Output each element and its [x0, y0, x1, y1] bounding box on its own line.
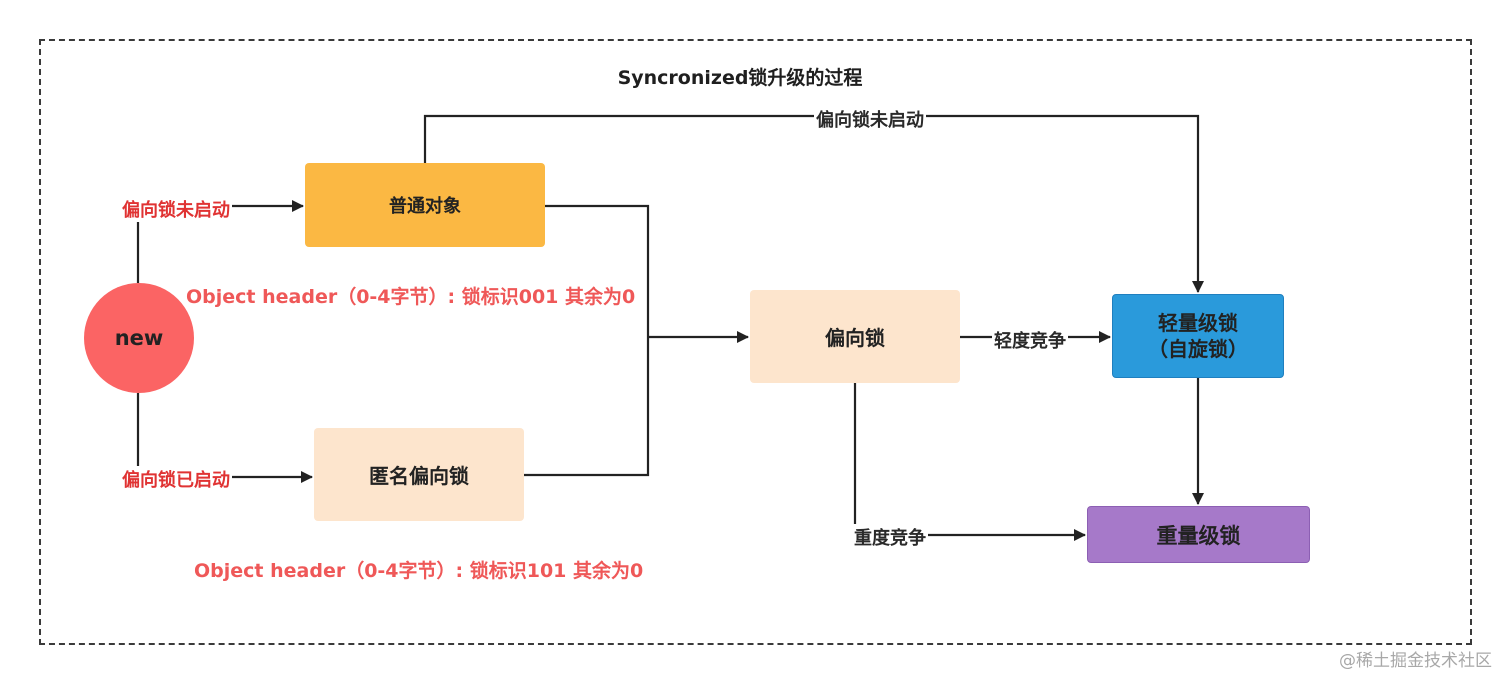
- note-anonymous-header: Object header（0-4字节）: 锁标识101 其余为0: [194, 560, 644, 582]
- node-lightweight-lock: 轻量级锁 （自旋锁）: [1112, 294, 1284, 378]
- node-biased-lock-label: 偏向锁: [825, 326, 885, 350]
- node-anonymous-biased: 匿名偏向锁: [314, 428, 524, 521]
- edge-label-new-to-anonymous: 偏向锁已启动: [120, 466, 232, 492]
- note-normal-object-header: Object header（0-4字节）: 锁标识001 其余为0: [186, 286, 636, 308]
- diagram-title: Syncronized锁升级的过程: [617, 67, 863, 89]
- edge-label-normal-to-lightweight: 偏向锁未启动: [814, 106, 926, 132]
- node-biased-lock: 偏向锁: [750, 290, 960, 383]
- node-lightweight-label-line2: （自旋锁）: [1148, 337, 1248, 361]
- node-new-label: new: [114, 326, 164, 350]
- node-new: new: [84, 283, 194, 393]
- edge-anonymous-to-junction: [524, 337, 650, 477]
- edge-label-heavy-contention: 重度竞争: [852, 524, 928, 550]
- node-heavyweight-lock: 重量级锁: [1087, 506, 1310, 563]
- edge-biased-to-heavyweight: [853, 383, 1086, 541]
- node-anonymous-biased-label: 匿名偏向锁: [369, 464, 469, 488]
- edge-normal-to-lightweight: [423, 114, 1204, 293]
- node-normal-object: 普通对象: [305, 163, 545, 247]
- node-normal-object-label: 普通对象: [389, 196, 461, 217]
- edge-label-light-contention: 轻度竞争: [992, 327, 1068, 353]
- node-heavyweight-label: 重量级锁: [1156, 523, 1241, 548]
- node-lightweight-label-line1: 轻量级锁: [1158, 311, 1238, 335]
- edge-label-new-to-normal: 偏向锁未启动: [120, 196, 232, 222]
- edge-new-to-anonymous: [136, 393, 313, 483]
- watermark: @稀土掘金技术社区: [1339, 651, 1492, 671]
- edge-normal-to-junction: [545, 204, 650, 337]
- dashed-frame: [39, 39, 1472, 645]
